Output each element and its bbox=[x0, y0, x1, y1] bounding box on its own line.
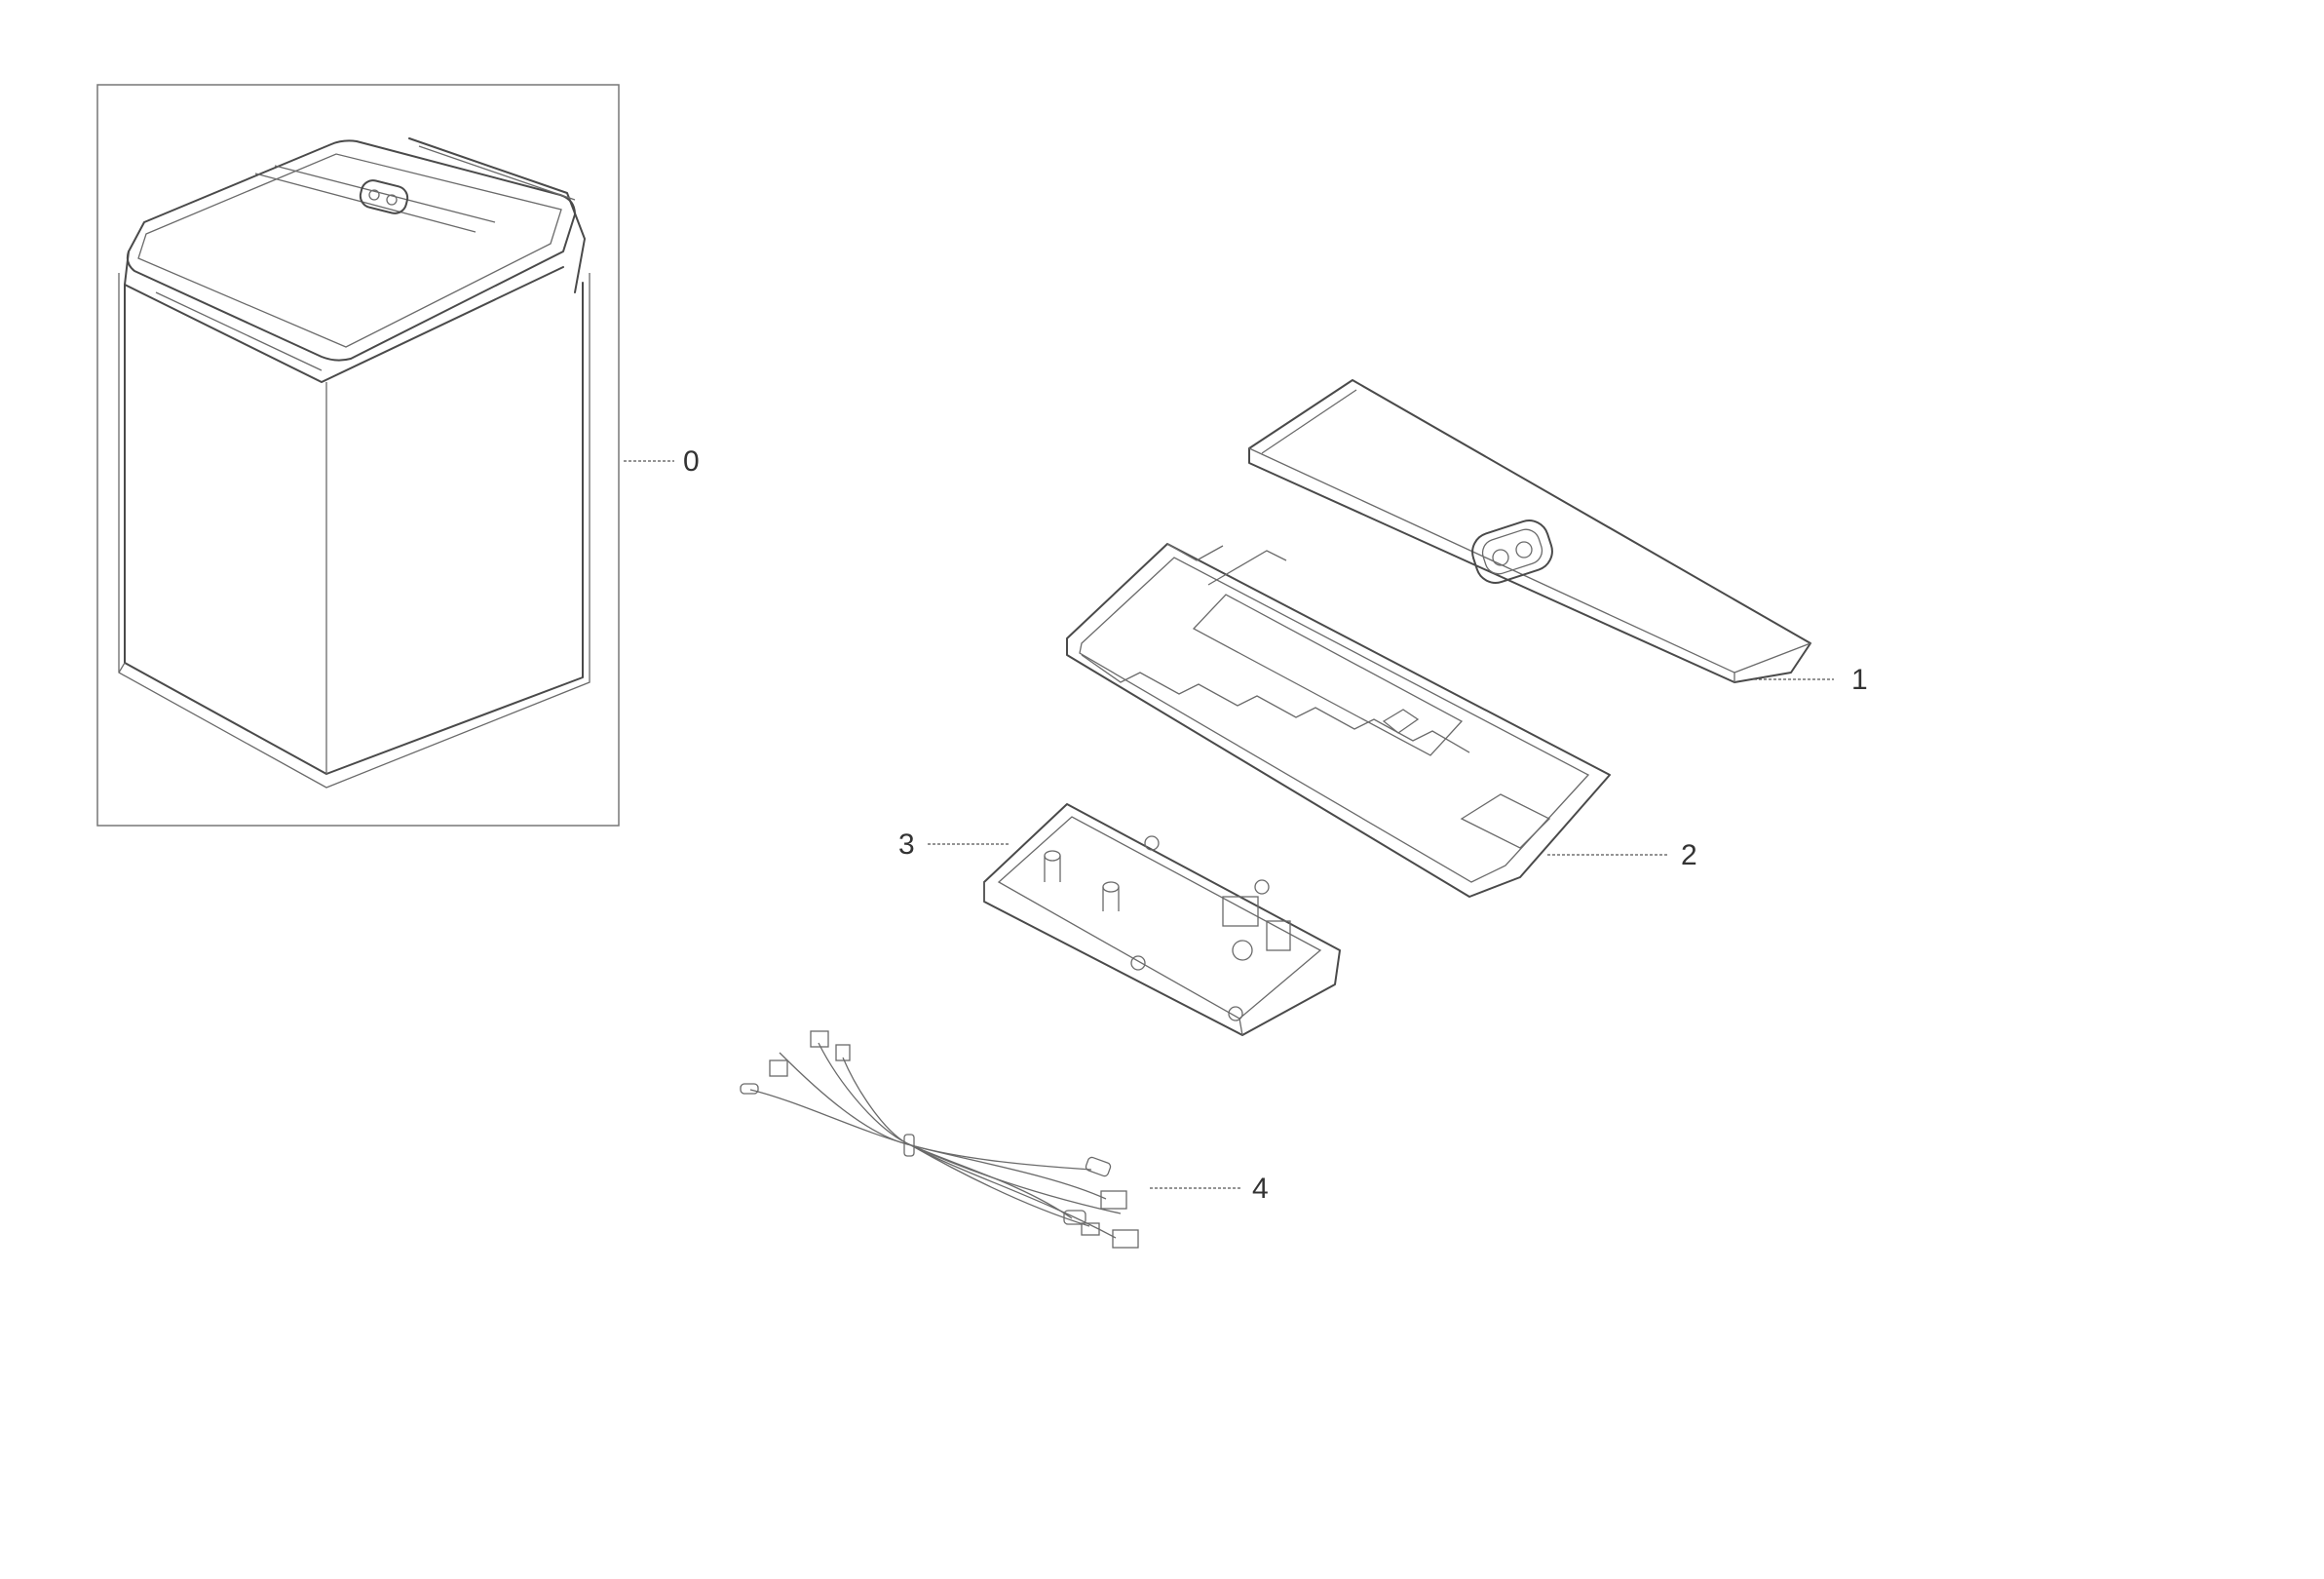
callout-label-2: 2 bbox=[1681, 839, 1697, 871]
callout-label-3: 3 bbox=[898, 828, 915, 861]
part-1-control-panel-cover bbox=[1248, 379, 1811, 683]
callout-1: 1 bbox=[1754, 664, 1868, 696]
callout-label-0: 0 bbox=[683, 445, 700, 478]
callout-2: 2 bbox=[1547, 839, 1697, 871]
part-4-wire-harness bbox=[740, 1030, 1139, 1249]
part-3-pcb-housing bbox=[983, 803, 1341, 1036]
callout-4: 4 bbox=[1150, 1173, 1269, 1205]
callout-label-4: 4 bbox=[1252, 1173, 1269, 1205]
callout-0: 0 bbox=[624, 445, 700, 478]
part-0-washer-assembly bbox=[96, 84, 620, 827]
part-2-control-panel-frame bbox=[1066, 543, 1611, 898]
callout-3: 3 bbox=[898, 828, 1009, 861]
callout-label-1: 1 bbox=[1851, 664, 1868, 696]
assembly-frame bbox=[96, 84, 620, 827]
